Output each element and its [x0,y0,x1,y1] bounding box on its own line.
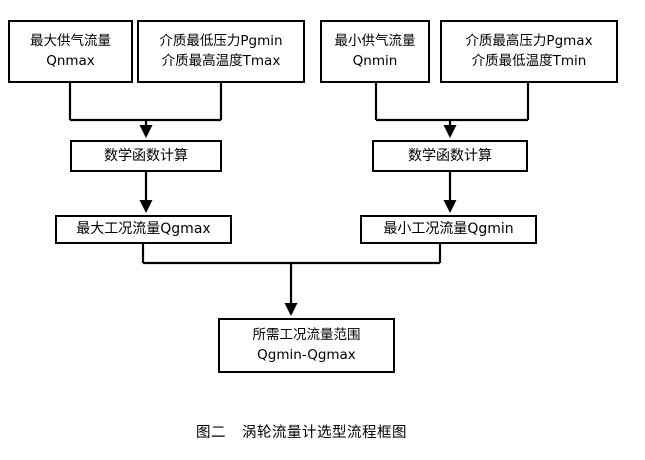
node-min-supply-flow-line2: Qnmin [352,52,398,69]
node-max-pressure-min-temp-line2: 介质最低温度Tmin [471,52,587,69]
node-min-pressure-max-temp-line2: 介质最高温度Tmax [161,52,281,69]
node-math-function-right-label: 数学函数计算 [408,147,492,164]
node-max-pressure-min-temp[interactable]: 介质最高压力Pgmax 介质最低温度Tmin [440,20,618,83]
node-math-function-right[interactable]: 数学函数计算 [372,140,528,172]
node-math-function-left-label: 数学函数计算 [104,147,188,164]
node-required-flow-range[interactable]: 所需工况流量范围 Qgmin-Qgmax [218,318,395,373]
node-math-function-left[interactable]: 数学函数计算 [70,140,222,172]
node-max-supply-flow-line2: Qnmax [46,52,95,69]
node-max-working-flow[interactable]: 最大工况流量Qgmax [55,215,232,244]
node-min-working-flow[interactable]: 最小工况流量Qgmin [360,215,537,244]
figure-caption-title: 涡轮流量计选型流程框图 [242,425,407,441]
node-min-working-flow-label: 最小工况流量Qgmin [383,221,514,238]
node-max-pressure-min-temp-line1: 介质最高压力Pgmax [465,32,593,49]
node-max-working-flow-label: 最大工况流量Qgmax [76,221,211,238]
node-max-supply-flow[interactable]: 最大供气流量 Qnmax [8,20,133,83]
node-min-supply-flow-line1: 最小供气流量 [334,32,416,49]
figure-caption: 图二涡轮流量计选型流程框图 [196,421,407,442]
node-required-flow-range-line1: 所需工况流量范围 [252,326,361,343]
node-max-supply-flow-line1: 最大供气流量 [30,32,111,49]
node-min-supply-flow[interactable]: 最小供气流量 Qnmin [320,20,430,83]
edge-merge-right-top [376,118,528,138]
edge-merge-bottom [143,261,440,316]
node-required-flow-range-line2: Qgmin-Qgmax [257,346,356,363]
node-min-pressure-max-temp-line1: 介质最低压力Pgmin [159,32,283,49]
node-min-pressure-max-temp[interactable]: 介质最低压力Pgmin 介质最高温度Tmax [137,20,305,83]
figure-caption-label: 图二 [196,425,226,441]
edge-merge-left-top [70,118,221,138]
